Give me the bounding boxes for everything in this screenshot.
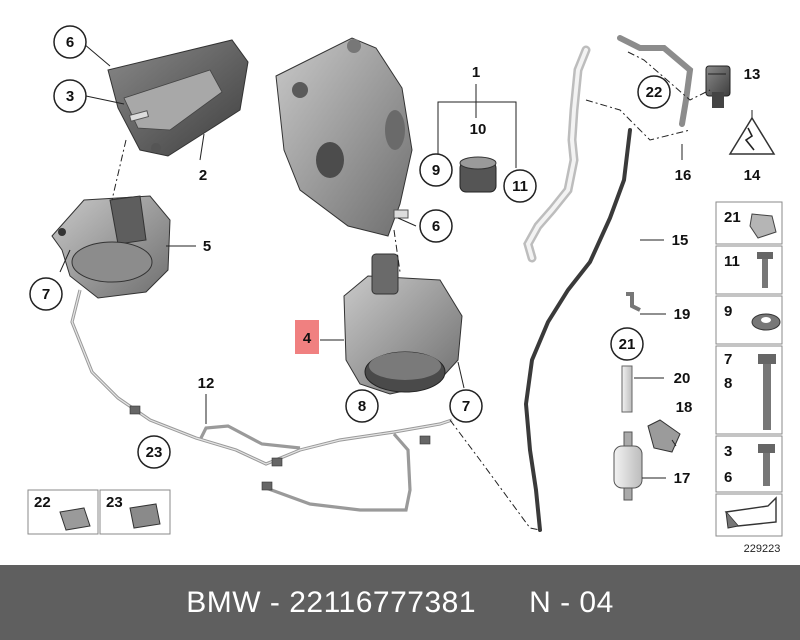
callout-10: 10 <box>470 121 487 138</box>
dash-lines <box>111 51 711 531</box>
callout-17: 17 <box>674 470 691 487</box>
callout-20: 20 <box>674 370 691 387</box>
panel-label-9: 9 <box>724 303 732 320</box>
hose-16 <box>617 35 694 127</box>
callout-7-right: 7 <box>462 398 470 415</box>
callout-5: 5 <box>203 238 211 255</box>
callout-6-top: 6 <box>66 34 74 51</box>
callout-22: 22 <box>646 84 663 101</box>
bottom-box-labels: 22 23 <box>34 494 123 511</box>
callout-19: 19 <box>674 306 691 323</box>
engine-mount-center <box>343 253 463 395</box>
rubber-damper <box>459 156 497 193</box>
exploded-parts-diagram: 6 3 2 5 7 1 10 9 11 6 4 8 7 12 23 22 13 … <box>27 25 783 555</box>
panel-label-7: 7 <box>724 351 732 368</box>
callout-23: 23 <box>146 444 163 461</box>
callout-4-highlight <box>295 320 319 354</box>
footer-position: N - 04 <box>529 585 614 619</box>
pipe-20 <box>621 365 633 413</box>
warning-triangle-14 <box>728 116 776 155</box>
hose-15 <box>523 128 632 532</box>
panel-label-8: 8 <box>724 375 732 392</box>
engine-mount-left <box>51 195 171 299</box>
callout-18: 18 <box>676 399 693 416</box>
callout-8: 8 <box>358 398 366 415</box>
callout-6-mid: 6 <box>432 218 440 235</box>
clamp-18 <box>647 419 681 453</box>
callout-15: 15 <box>672 232 689 249</box>
callout-11: 11 <box>512 178 528 195</box>
filter-17 <box>613 431 643 501</box>
side-panel-labels: 21 11 9 7 8 3 6 <box>724 209 741 486</box>
engine-bracket-right <box>275 37 413 237</box>
callout-13: 13 <box>744 66 761 83</box>
callout-2: 2 <box>199 167 207 184</box>
side-panel <box>715 201 783 537</box>
diagram-ref-number: 229223 <box>744 543 781 555</box>
footer-gap <box>476 586 529 620</box>
callout-21: 21 <box>619 336 636 353</box>
footer-part-number: 22116777381 <box>289 585 477 619</box>
callout-14: 14 <box>744 167 761 184</box>
callout-3: 3 <box>66 88 74 105</box>
box-label-22: 22 <box>34 494 51 511</box>
side-panel-parts <box>724 213 781 529</box>
callout-9: 9 <box>432 162 440 179</box>
line-clips <box>129 405 431 491</box>
box-label-23: 23 <box>106 494 123 511</box>
callout-12: 12 <box>198 375 215 392</box>
valve-13 <box>705 65 731 108</box>
part-footer: BMW - 22116777381 N - 04 <box>0 565 800 640</box>
tee-fitting-19 <box>626 292 641 312</box>
footer-separator: - <box>261 585 290 619</box>
panel-label-6: 6 <box>724 469 732 486</box>
callout-16: 16 <box>675 167 692 184</box>
bottom-box-parts <box>59 503 161 531</box>
callout-1: 1 <box>472 64 480 81</box>
callout-7-left: 7 <box>42 286 50 303</box>
callout-4: 4 <box>303 330 312 347</box>
panel-label-11: 11 <box>724 253 740 270</box>
engine-bracket-left <box>107 39 249 157</box>
panel-label-21: 21 <box>724 209 741 226</box>
callouts: 6 3 2 5 7 1 10 9 11 6 4 8 7 12 23 22 13 … <box>29 25 761 487</box>
panel-label-3: 3 <box>724 443 732 460</box>
footer-brand: BMW <box>186 585 262 619</box>
